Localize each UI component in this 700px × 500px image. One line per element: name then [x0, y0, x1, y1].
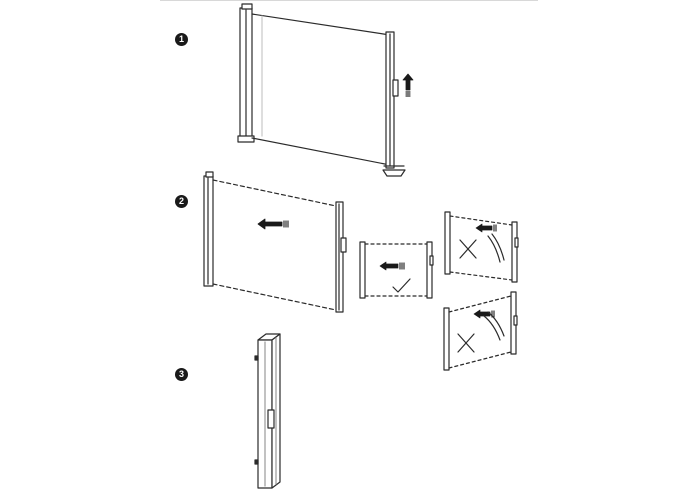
- left-arrow-icon: [379, 261, 405, 271]
- step1-pull-bar: [385, 31, 399, 169]
- step2-screen: [212, 179, 337, 311]
- incorrect-method-panel-1: [444, 211, 519, 283]
- left-arrow-icon: [473, 309, 495, 319]
- step-number-1: 1: [175, 33, 188, 46]
- step1-screen: [251, 13, 391, 166]
- cross-mark-icon: [459, 239, 477, 259]
- up-arrow-icon: [402, 73, 414, 97]
- step-number-2: 2: [175, 195, 188, 208]
- step1-floor-post: [382, 165, 406, 177]
- step1-extended-awning: [237, 3, 414, 177]
- step2-pull-bar: [335, 201, 347, 313]
- top-divider: [160, 0, 538, 1]
- step2-cassette: [203, 171, 214, 287]
- step2-pull-direction: [203, 171, 347, 313]
- left-arrow-icon: [257, 218, 289, 230]
- cross-mark-icon: [457, 333, 475, 353]
- step3-retracted-cassette: [254, 333, 281, 489]
- left-arrow-icon: [475, 223, 497, 233]
- correct-method-panel: [359, 241, 434, 299]
- check-mark-icon: [392, 278, 411, 293]
- incorrect-method-panel-2: [443, 291, 518, 371]
- step-number-3: 3: [175, 368, 188, 381]
- step1-cassette: [237, 3, 255, 143]
